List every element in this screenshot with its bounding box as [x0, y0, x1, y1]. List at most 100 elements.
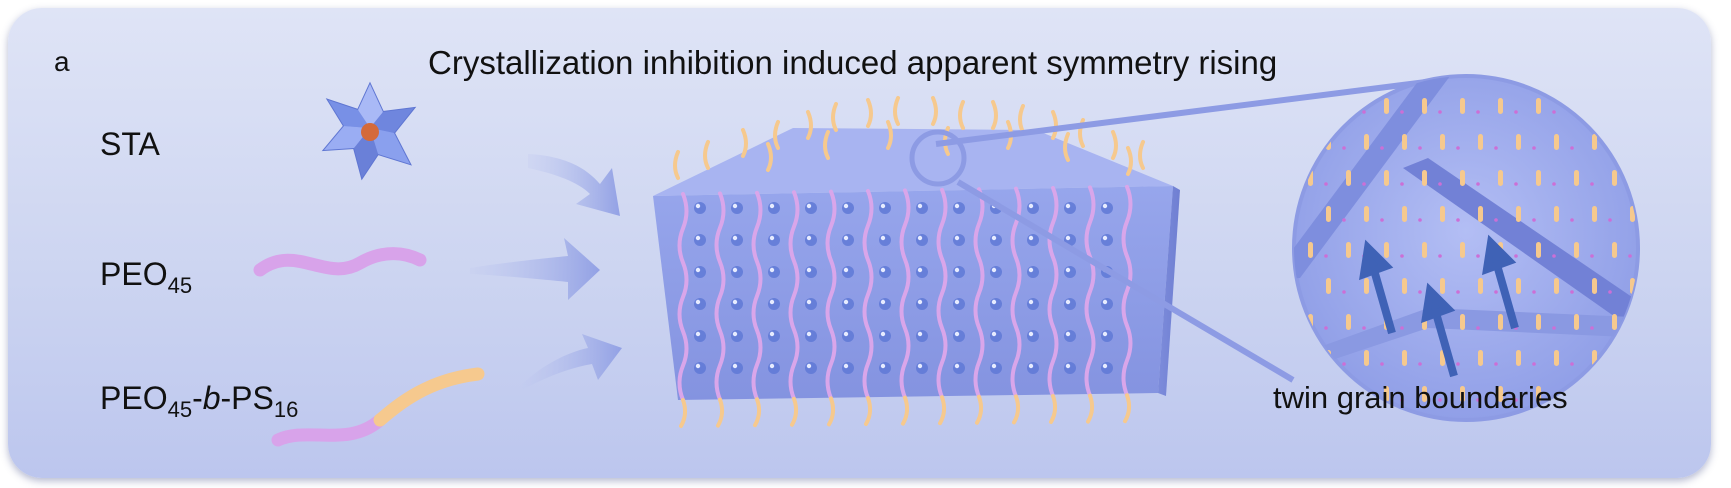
sta-cluster-dot: [1101, 298, 1113, 310]
ps-chain-top: [831, 102, 838, 132]
sta-cluster-dot: [805, 266, 817, 278]
ps-chain-top: [958, 100, 965, 130]
sta-cluster-dot: [731, 234, 743, 246]
sta-cluster-dot: [694, 202, 706, 214]
sta-cluster-highlight: [954, 363, 960, 369]
ps-chain-top: [773, 120, 780, 150]
sta-cluster-dot: [731, 362, 743, 374]
inset-chain-rod: [1630, 134, 1635, 150]
sta-cluster-highlight: [1028, 331, 1034, 337]
sta-cluster-dot: [953, 234, 965, 246]
sta-cluster-highlight: [769, 331, 775, 337]
sta-cluster-dot: [842, 202, 854, 214]
label-bcp-sub1: 45: [167, 397, 193, 422]
ps-chain-tail: [753, 397, 762, 428]
peo-chain-segment: [1010, 186, 1022, 399]
inset-dot: [1514, 182, 1518, 186]
sta-cluster-dot: [1027, 202, 1039, 214]
sta-cluster-dot: [953, 330, 965, 342]
ps-chain-top: [1051, 110, 1058, 140]
sta-cluster-highlight: [880, 363, 886, 369]
label-bcp-sub2: 16: [273, 397, 299, 422]
sta-cluster-dot: [1027, 298, 1039, 310]
sta-cluster-highlight: [1065, 299, 1071, 305]
sta-cluster-highlight: [806, 331, 812, 337]
label-peo: PEO45: [100, 256, 192, 299]
inset-dot: [1400, 254, 1404, 258]
sta-cluster-highlight: [917, 235, 923, 241]
inset-dot: [1608, 218, 1612, 222]
sta-cluster-dot: [1027, 234, 1039, 246]
label-twin-grain-boundaries: twin grain boundaries: [1273, 380, 1568, 415]
inset-dot: [1590, 326, 1594, 330]
sta-cluster-dot: [953, 266, 965, 278]
inset-chain-rod: [1612, 314, 1617, 330]
inset-dot: [1418, 290, 1422, 294]
inset-dot: [1646, 218, 1650, 222]
inset-dot: [1552, 254, 1556, 258]
sta-cluster-dot: [768, 362, 780, 374]
sta-cluster-dot: [842, 362, 854, 374]
sta-cluster-dot: [990, 298, 1002, 310]
inset-chain-rod: [1460, 314, 1465, 330]
inset-chain-rod: [1402, 206, 1407, 222]
ps-chain-tail: [1123, 393, 1132, 424]
inset-chain-rod: [1364, 350, 1369, 366]
inset-chain-rod: [1574, 314, 1579, 330]
sta-cluster-dot: [842, 330, 854, 342]
ps-chain-tail: [1012, 394, 1021, 425]
inset-dot: [1362, 110, 1366, 114]
magnified-inset: [1292, 74, 1650, 422]
sta-cluster-highlight: [880, 203, 886, 209]
sta-cluster-dot: [731, 266, 743, 278]
inset-dot: [1514, 110, 1518, 114]
sta-cluster-highlight: [695, 203, 701, 209]
sta-cluster-dot: [990, 234, 1002, 246]
sta-cluster-dot: [879, 234, 891, 246]
sta-cluster-highlight: [843, 331, 849, 337]
sta-cluster-dot: [1064, 362, 1076, 374]
inset-chain-rod: [1440, 278, 1445, 294]
sta-cluster-highlight: [806, 299, 812, 305]
inset-dot: [1552, 110, 1556, 114]
inset-chain-rod: [1478, 206, 1483, 222]
sta-cluster-highlight: [1065, 331, 1071, 337]
inset-dot: [1532, 290, 1536, 294]
sta-cluster-dot: [879, 330, 891, 342]
sta-cluster-highlight: [880, 235, 886, 241]
inset-chain-rod: [1498, 314, 1503, 330]
label-peo-base: PEO: [100, 256, 168, 292]
inset-chain-rod: [1612, 242, 1617, 258]
inset-dot: [1324, 254, 1328, 258]
inset-chain-rod: [1574, 98, 1579, 114]
sta-cluster-dot: [805, 202, 817, 214]
peo-chain-icon: [253, 247, 427, 277]
peo-chain-segment: [1047, 186, 1059, 398]
inset-chain-rod: [1554, 278, 1559, 294]
inset-chain-rod: [1440, 206, 1445, 222]
inset-dot: [1532, 218, 1536, 222]
sta-cluster-highlight: [843, 203, 849, 209]
sta-cluster-highlight: [991, 235, 997, 241]
label-sta: STA: [100, 126, 160, 162]
inset-dot: [1342, 146, 1346, 150]
inset-dot: [1476, 326, 1480, 330]
inset-chain-rod: [1592, 278, 1597, 294]
sta-cluster-highlight: [769, 235, 775, 241]
peo-chain-segment: [973, 187, 985, 399]
sta-cluster-highlight: [769, 203, 775, 209]
sta-cluster-highlight: [1028, 203, 1034, 209]
inset-chain-rod: [1536, 170, 1541, 186]
inset-chain-rod: [1498, 98, 1503, 114]
inset-chain-rod: [1384, 386, 1389, 402]
sta-cluster-highlight: [1102, 363, 1108, 369]
sta-cluster-highlight: [769, 363, 775, 369]
inset-dot: [1570, 290, 1574, 294]
inset-dot: [1628, 110, 1632, 114]
inset-chain-rod: [1574, 386, 1579, 402]
inset-dot: [1590, 182, 1594, 186]
label-bcp-part3: -PS: [220, 380, 274, 416]
inset-chain-rod: [1422, 98, 1427, 114]
sta-cluster-dot: [1027, 362, 1039, 374]
inset-dot: [1380, 362, 1384, 366]
